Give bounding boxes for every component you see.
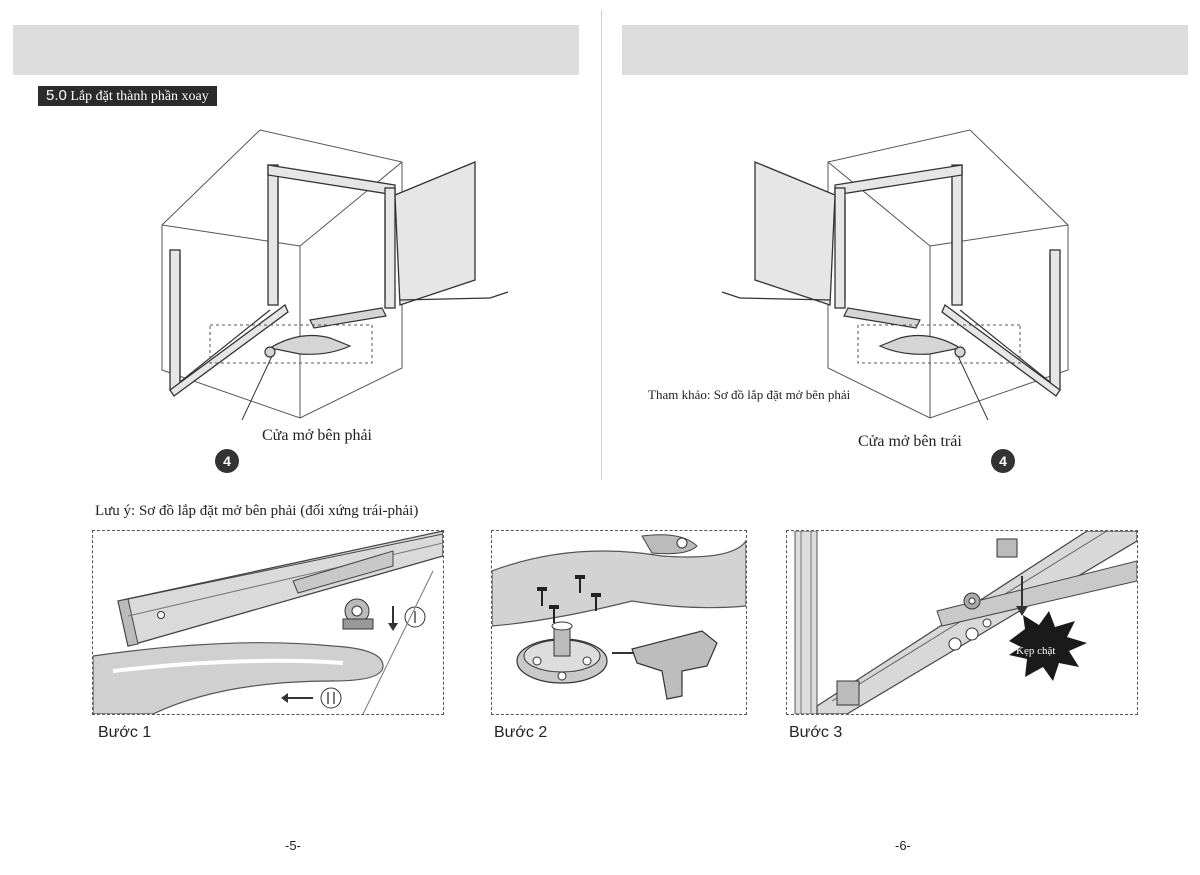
step3-illustration — [794, 531, 1137, 714]
section-title-text: Lắp đặt thành phần xoay — [70, 89, 209, 104]
step2-panel — [491, 530, 747, 715]
section-number: 5.0 — [46, 87, 67, 104]
step3-panel — [786, 530, 1138, 715]
reference-note: Tham khảo: Sơ đồ lắp đặt mở bên phải — [648, 387, 851, 402]
step3-label: Bước 3 — [789, 724, 843, 741]
symmetry-note: Lưu ý: Sơ đồ lắp đặt mở bên phải (đối xứ… — [95, 503, 419, 519]
right-header-bar — [622, 25, 1188, 75]
right-step-badge: 4 — [991, 449, 1015, 473]
left-page-number: -5- — [285, 838, 301, 853]
clamp-callout: Kẹp chặt — [1016, 645, 1056, 657]
left-header-bar — [13, 25, 579, 75]
step2-illustration — [492, 534, 746, 700]
step2-label: Bước 2 — [494, 724, 548, 741]
step1-panel — [92, 530, 444, 715]
right-cabinet-illustration — [721, 129, 1069, 420]
page-divider — [601, 10, 602, 480]
right-figure-caption: Cửa mở bên trái — [858, 433, 962, 450]
step1-label: Bước 1 — [98, 724, 152, 741]
right-page-number: -6- — [895, 838, 911, 853]
left-cabinet-illustration — [161, 129, 509, 420]
step1-illustration — [93, 531, 443, 714]
left-step-badge: 4 — [215, 449, 239, 473]
left-figure-caption: Cửa mở bên phải — [262, 427, 372, 444]
section-title: 5.0 Lắp đặt thành phần xoay — [38, 86, 217, 106]
